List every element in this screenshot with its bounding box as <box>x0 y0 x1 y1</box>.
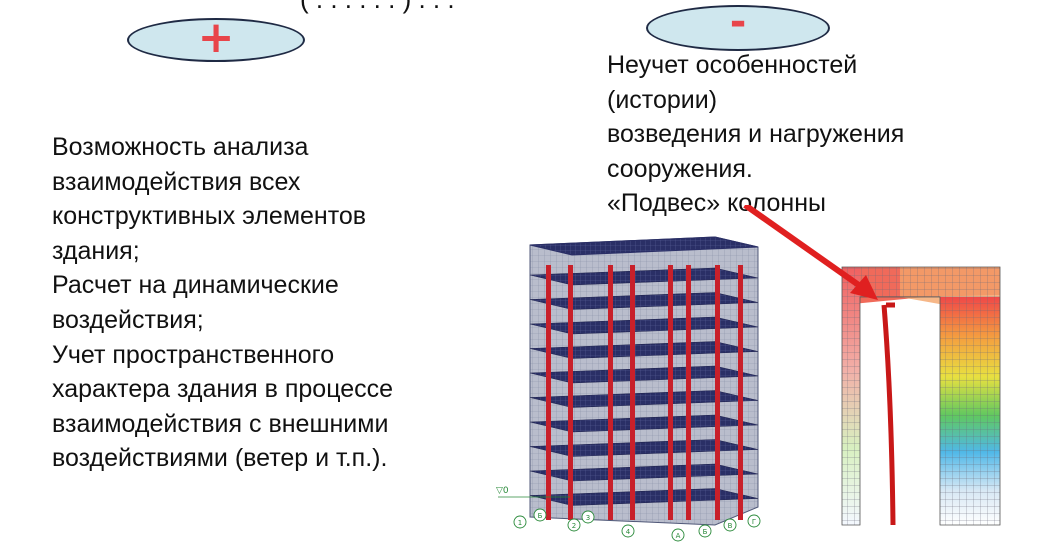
floor-slab <box>529 341 759 359</box>
axis-label: 4 <box>626 528 631 536</box>
minus-oval: - <box>646 0 830 51</box>
advantage-line: Возможность анализа <box>52 133 309 161</box>
floor-slab <box>529 439 759 457</box>
column <box>568 265 573 520</box>
axis-label: Б <box>538 512 543 520</box>
axis-label: В <box>728 522 733 530</box>
axis-marker <box>747 514 761 528</box>
column <box>738 265 743 520</box>
axis-label: Б <box>703 528 708 536</box>
top-cut-heading: ( . . . . . . ) . . . <box>300 0 455 15</box>
floor-slab <box>529 390 759 408</box>
column <box>715 265 720 520</box>
disadvantage-line: возведения и нагружения <box>607 120 905 149</box>
advantage-line: конструктивных элементов <box>52 202 367 231</box>
column <box>546 265 551 520</box>
disadvantage-line: Неучет особенностей <box>607 51 858 79</box>
floor-slab <box>529 488 759 506</box>
axis-marker <box>581 510 595 524</box>
advantage-line: воздействиями (ветер и т.п.). <box>52 444 388 473</box>
axis-label: А <box>676 532 681 540</box>
axis-marker <box>621 524 635 538</box>
axis-marker <box>567 518 581 532</box>
axis-label: 2 <box>572 522 576 530</box>
axis-label: 3 <box>586 514 590 522</box>
column <box>608 265 613 520</box>
advantage-line: Расчет на динамические <box>52 271 339 300</box>
minus-icon: - <box>729 0 747 45</box>
disadvantages-text: Неучет особенностей (истории) возведения… <box>607 48 1047 221</box>
disadvantage-line: (истории) <box>607 85 718 114</box>
floor-slab <box>529 414 759 433</box>
floor-slab <box>529 316 759 335</box>
advantage-line: Учет пространственного <box>52 340 335 369</box>
advantage-line: взаимодействия с внешними <box>52 409 389 438</box>
axis-marker <box>723 518 737 532</box>
floor-slab <box>529 267 759 286</box>
svg-text:▽0: ▽0 <box>496 486 509 496</box>
advantages-text: Возможность анализа взаимодействия всех … <box>52 130 472 476</box>
column <box>686 265 691 520</box>
advantage-line: характера здания в процессе <box>52 375 394 404</box>
column <box>668 265 673 520</box>
axis-marker <box>533 508 547 522</box>
disadvantage-line: «Подвес» колонны <box>607 189 826 218</box>
disadvantage-line: сооружения. <box>607 154 753 183</box>
advantage-line: взаимодействия всех <box>52 167 301 196</box>
axis-marker <box>513 515 527 529</box>
floor-slab <box>529 365 759 384</box>
axis-label: Г <box>752 518 756 526</box>
advantage-line: здания; <box>52 236 140 265</box>
axis-marker <box>698 524 712 538</box>
plus-icon: + <box>197 12 235 63</box>
floor-slab <box>529 463 759 482</box>
axis-marker <box>671 528 685 542</box>
floor-slab <box>529 292 759 310</box>
advantage-line: воздействия; <box>52 305 204 334</box>
plus-oval: + <box>127 12 305 63</box>
column-stress-contour-image <box>743 205 1001 526</box>
column <box>630 265 635 520</box>
axis-label: 1 <box>518 519 522 527</box>
